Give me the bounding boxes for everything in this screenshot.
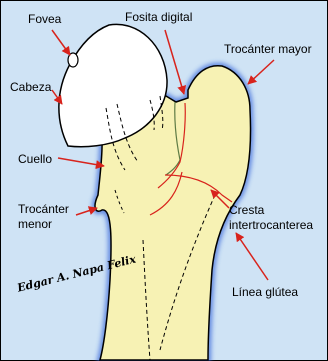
label-cresta-line2: intertrocanterea [229,218,313,232]
label-trocanter-menor-line2: menor [18,217,52,231]
label-cuello: Cuello [18,152,52,166]
label-cabeza: Cabeza [10,80,51,94]
label-linea-glutea: Línea glútea [232,285,298,299]
label-trocanter-mayor: Trocánter mayor [224,42,312,56]
label-cresta-line1: Cresta [229,203,264,217]
label-fovea: Fovea [28,12,61,26]
label-trocanter-menor-line1: Trocánter [18,202,69,216]
label-fosita-digital: Fosita digital [125,10,192,24]
